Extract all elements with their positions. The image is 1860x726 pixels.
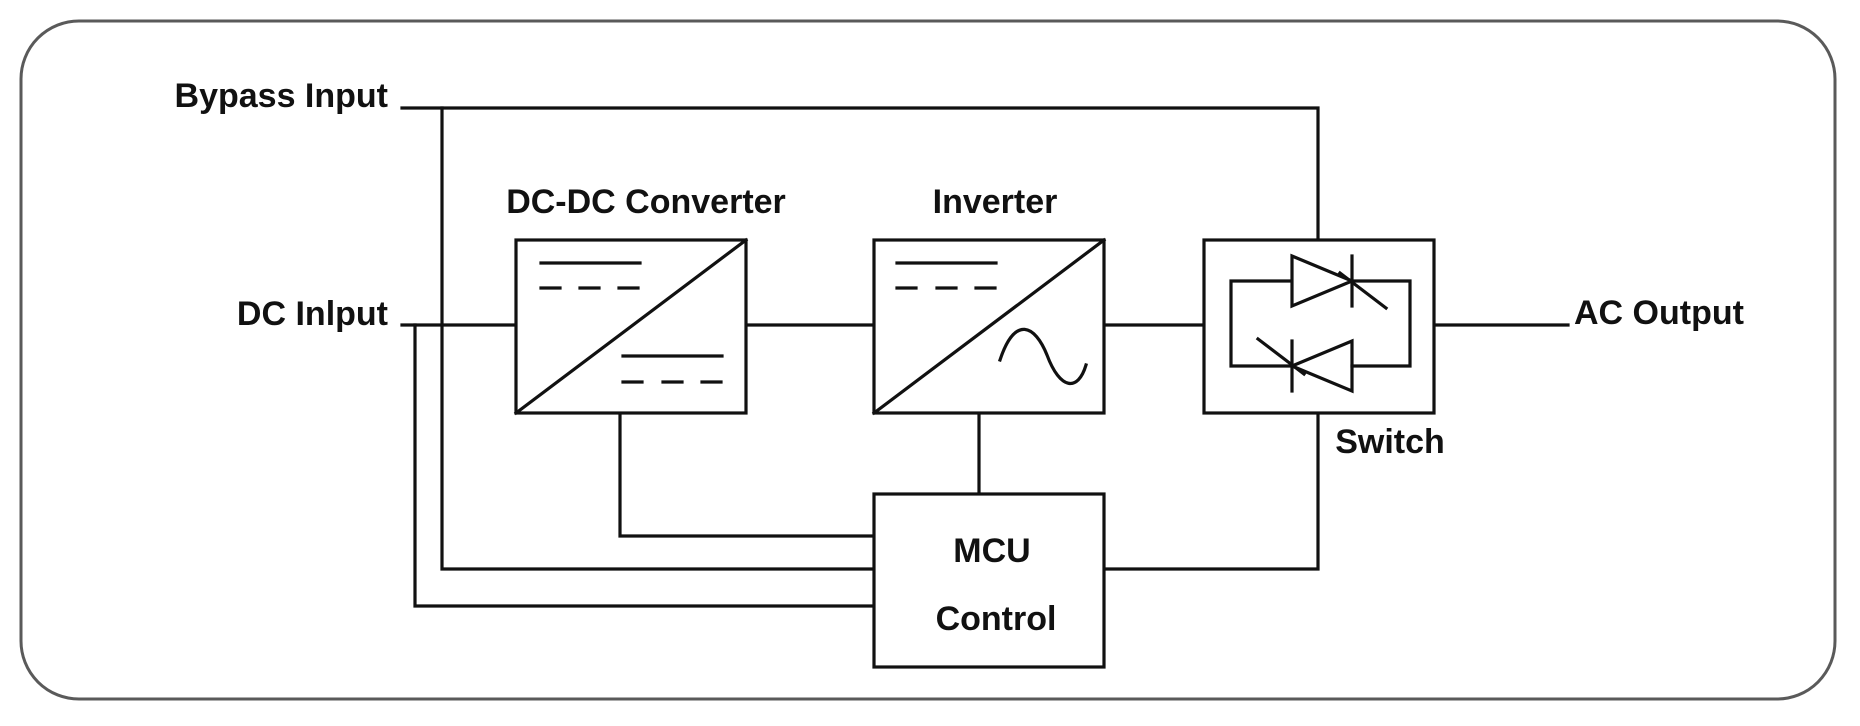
bypass-to-mcu-wire (440, 106, 876, 571)
dc-input-to-mcu-wire (413, 323, 876, 608)
dc-dc-converter-label: DC-DC Converter (506, 183, 786, 221)
dc-input-label: DC Inlput (237, 295, 388, 333)
inverter-label: Inverter (933, 183, 1058, 221)
bypass-wire (400, 106, 1320, 242)
wires (400, 106, 1570, 608)
switch-label: Switch (1335, 423, 1445, 461)
dc-dc-converter-icon (513, 237, 749, 416)
switch-block (1202, 238, 1436, 415)
mcu-to-switch-wire (1102, 411, 1320, 571)
converter-to-mcu-wire (618, 411, 876, 538)
thyristor-switch-icon (1229, 253, 1412, 394)
inverter-block (871, 237, 1107, 416)
control-label: Control (936, 600, 1057, 638)
ac-output-label: AC Output (1574, 294, 1744, 332)
mcu-label: MCU (953, 532, 1030, 570)
bypass-input-label: Bypass Input (175, 77, 388, 115)
inverter-icon (871, 237, 1107, 416)
dc-dc-converter-block (513, 237, 749, 416)
mcu-control-box (872, 492, 1106, 669)
